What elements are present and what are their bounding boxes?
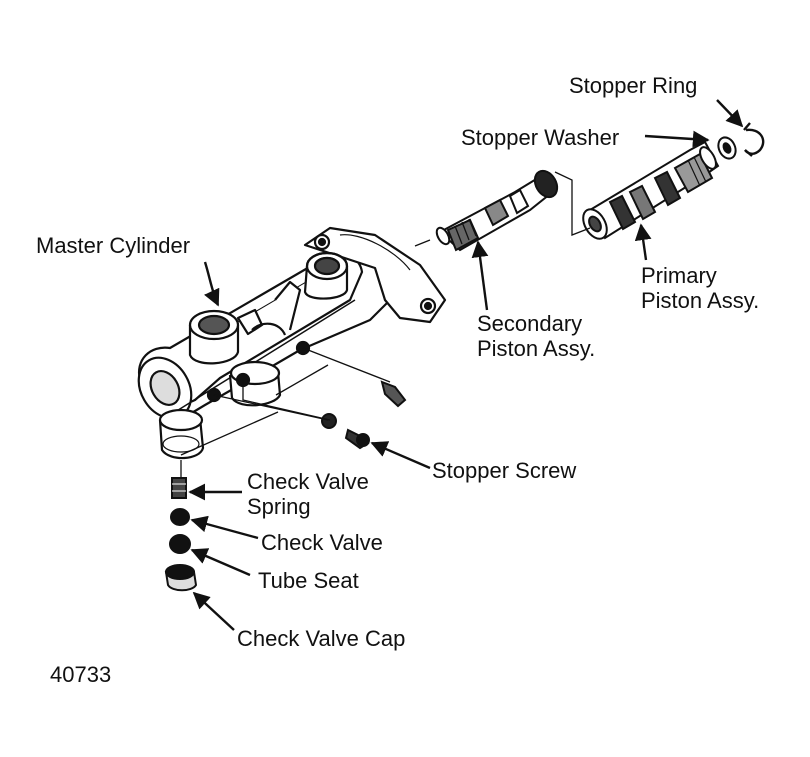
secondary-piston-label-line2: Piston Assy. — [477, 336, 596, 361]
stopper-ring-part — [743, 122, 765, 157]
stopper-ring-label: Stopper Ring — [569, 73, 698, 98]
alignment-lines — [180, 171, 591, 478]
primary-piston-label-line1: Primary — [641, 263, 717, 288]
check-valve-cap-part — [164, 564, 198, 592]
check-valve-label: Check Valve — [261, 530, 383, 555]
check-valve-spring-label-line1: Check Valve — [247, 469, 369, 494]
check-valve-spring-label-line2: Spring — [247, 494, 311, 519]
secondary-piston-label-line1: Secondary — [477, 311, 583, 336]
tube-seat-label: Tube Seat — [258, 568, 359, 593]
figure-id: 40733 — [50, 662, 112, 687]
master-cylinder-body — [137, 226, 447, 460]
master-cylinder-label: Master Cylinder — [36, 233, 191, 258]
secondary-piston-assembly — [435, 169, 559, 252]
primary-piston-assembly — [582, 140, 720, 240]
check-valve-spring-part — [171, 477, 187, 499]
leader-arrows — [188, 99, 744, 631]
bleeder-fitting-part — [380, 380, 407, 408]
stopper-washer-label: Stopper Washer — [461, 125, 620, 150]
primary-piston-label-line2: Piston Assy. — [641, 288, 760, 313]
stopper-screw-part — [321, 413, 370, 450]
check-valve-part — [170, 508, 190, 526]
stopper-screw-label: Stopper Screw — [432, 458, 577, 483]
check-valve-cap-label: Check Valve Cap — [237, 626, 406, 651]
tube-seat-part — [169, 534, 191, 554]
stopper-washer-part — [717, 136, 737, 160]
